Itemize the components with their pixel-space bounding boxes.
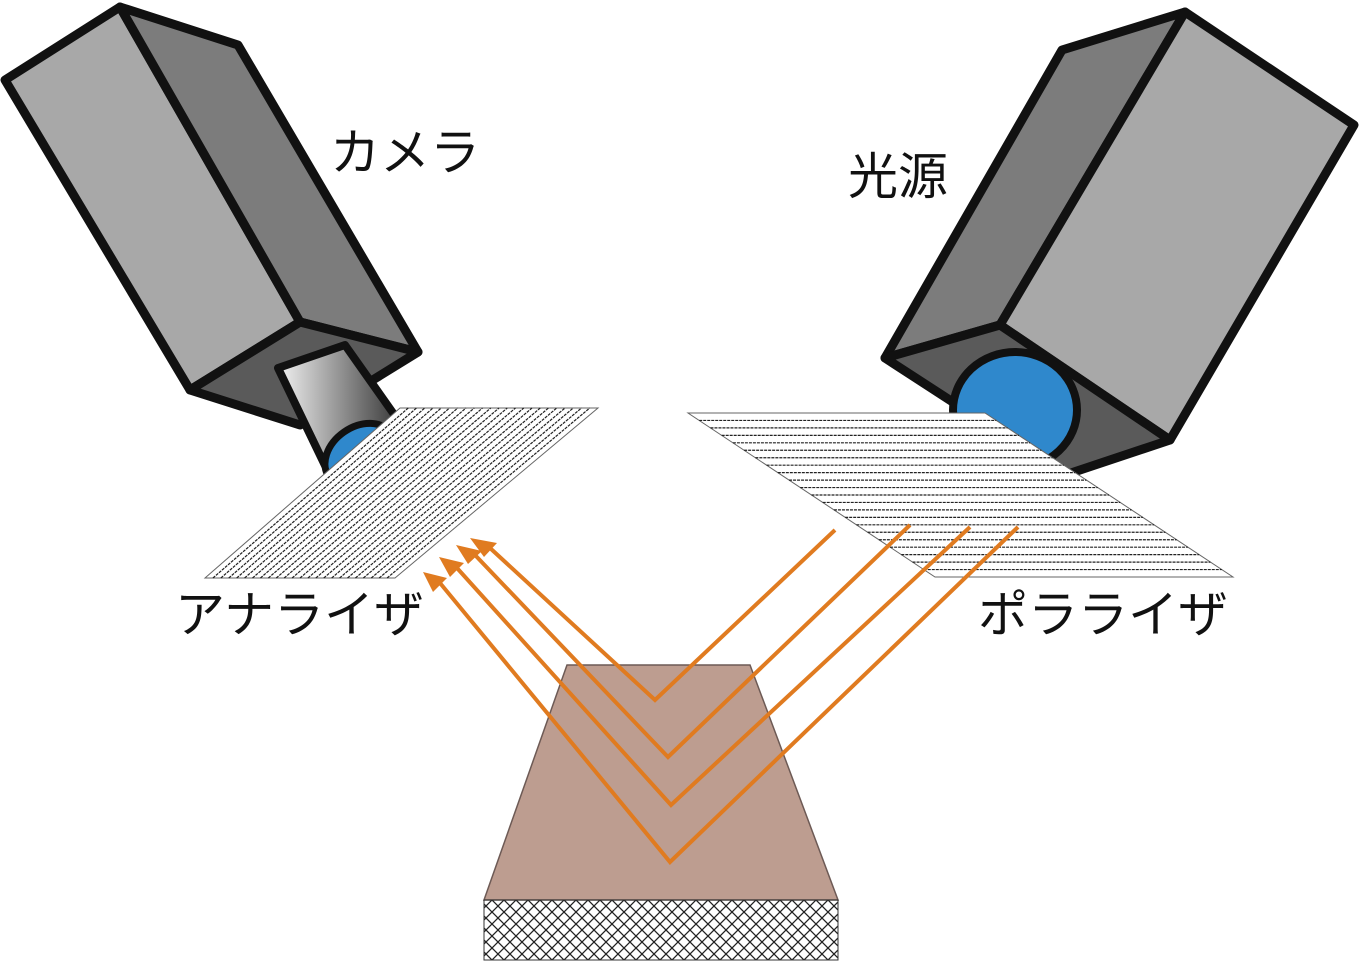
light-source xyxy=(880,7,1359,480)
arrowhead-3 xyxy=(439,557,464,577)
analyzer-line xyxy=(275,407,475,579)
analyzer-line xyxy=(267,407,467,579)
analyzer-line xyxy=(291,407,492,579)
analyzer-line xyxy=(307,407,508,579)
analyzer-line xyxy=(228,407,426,579)
analyzer-line xyxy=(386,407,591,579)
analyzer-line xyxy=(252,407,450,579)
ray-1 xyxy=(488,528,837,703)
camera xyxy=(0,2,423,491)
analyzer-line xyxy=(315,407,516,579)
sample-substrate xyxy=(483,899,839,961)
analyzer-line xyxy=(331,407,533,579)
sample xyxy=(482,664,840,961)
arrowhead-2 xyxy=(456,545,482,564)
analyzer-line xyxy=(283,407,483,579)
analyzer-line xyxy=(244,407,442,579)
analyzer-line xyxy=(212,407,409,579)
polarizer-label: ポラライザ xyxy=(978,586,1228,644)
ray-arrowheads xyxy=(423,538,497,592)
arrowhead-4 xyxy=(423,572,447,592)
analyzer-line xyxy=(323,407,525,579)
analyzer-line xyxy=(220,407,417,579)
analyzer-label: アナライザ xyxy=(175,586,424,644)
analyzer-line xyxy=(370,407,574,579)
light-rays xyxy=(438,523,1020,865)
analyzer-line xyxy=(378,407,582,579)
analyzer-sheet xyxy=(203,407,600,579)
analyzer-line xyxy=(236,407,434,579)
analyzer-line xyxy=(260,407,459,579)
ray-4 xyxy=(438,525,1020,865)
arrowhead-1 xyxy=(470,538,497,557)
camera-label: カメラ xyxy=(330,124,480,182)
light-source-label: 光源 xyxy=(848,148,948,206)
ray-2 xyxy=(473,523,912,760)
analyzer-line xyxy=(299,407,500,579)
ray-3 xyxy=(455,525,972,808)
polarizer-sheet xyxy=(686,412,1235,578)
